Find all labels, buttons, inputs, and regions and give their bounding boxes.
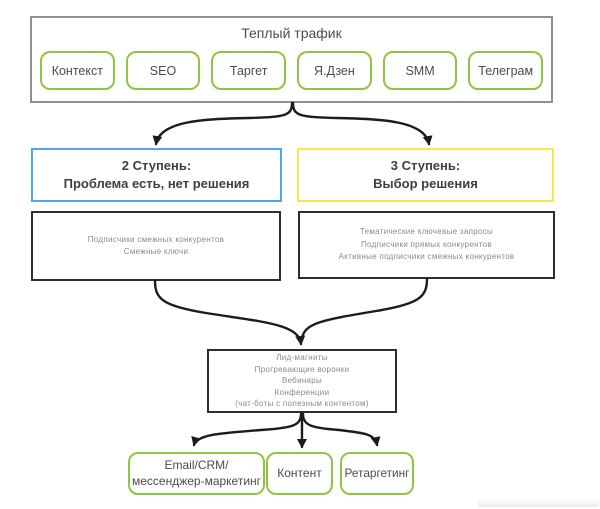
arrow-top-to-stage3	[291, 101, 433, 146]
lead-magnets-line: (чат-боты с полезным контентом)	[235, 399, 369, 409]
arrow-audience-right-to-leadmagnets	[300, 277, 429, 340]
stage2-subtitle: Проблема есть, нет решения	[63, 176, 250, 191]
channel-yandex-zen: Я.Дзен	[297, 51, 372, 90]
lead-magnets-line: Конференции	[274, 387, 330, 397]
output-retargeting-label: Ретаргетинг	[344, 465, 410, 480]
channel-target: Таргет	[211, 51, 287, 90]
warm-traffic-group-box: Теплый трафик Контекст SEO Таргет Я.Дзен…	[30, 16, 553, 103]
channel-row: Контекст SEO Таргет Я.Дзен SMM Телеграм	[40, 51, 544, 90]
channel-telegram: Телеграм	[468, 51, 544, 90]
channel-label: Я.Дзен	[313, 63, 355, 78]
arrow-audience-left-to-leadmagnets	[153, 279, 306, 346]
lead-magnets-line: Вебинары	[281, 376, 323, 386]
audience-right-line: Подписчики прямых конкурентов	[361, 239, 492, 249]
stage3-title: 3 Ступень:	[390, 158, 461, 174]
arrow-leadmagnets-to-retargeting	[301, 412, 381, 447]
channel-label: Контекст	[51, 63, 103, 78]
stage3-box: 3 Ступень: Выбор решения	[297, 148, 554, 202]
lead-magnets-line: Лид-магниты	[276, 353, 328, 363]
audience-left-line: Смежные ключи	[123, 247, 189, 256]
channel-label: Таргет	[229, 63, 268, 78]
output-email-crm-box: Email/CRM/ мессенджер-маркетинг	[128, 452, 265, 495]
channel-label: Телеграм	[478, 63, 534, 78]
channel-label: SMM	[405, 63, 435, 78]
audience-left-box: Подписчики смежных конкурентов Смежные к…	[31, 211, 281, 281]
output-email-line: Email/CRM/	[164, 457, 229, 472]
warm-traffic-title: Теплый трафик	[241, 25, 342, 41]
channel-seo: SEO	[125, 51, 201, 90]
lead-magnets-line: Прогревающие воронки	[254, 364, 350, 374]
output-content-box: Контент	[266, 452, 333, 495]
audience-right-box: Тематические ключевые запросы Подписчики…	[298, 211, 555, 279]
stage2-box: 2 Ступень: Проблема есть, нет решения	[31, 148, 282, 202]
output-email-line: мессенджер-маркетинг	[131, 473, 262, 488]
arrow-leadmagnets-to-email	[191, 412, 303, 447]
horizontal-scrollbar[interactable]	[478, 499, 600, 507]
arrow-top-to-stage2	[152, 101, 294, 146]
audience-right-line: Активные подписчики смежных конкурентов	[338, 252, 515, 262]
channel-context: Контекст	[40, 51, 115, 90]
audience-right-line: Тематические ключевые запросы	[359, 227, 494, 237]
stage3-subtitle: Выбор решения	[373, 176, 478, 191]
lead-magnets-box: Лид-магниты Прогревающие воронки Вебинар…	[207, 349, 397, 413]
output-content-label: Контент	[277, 465, 322, 480]
channel-label: SEO	[149, 63, 177, 78]
audience-left-line: Подписчики смежных конкурентов	[87, 234, 225, 244]
channel-smm: SMM	[382, 51, 458, 90]
stage2-title: 2 Ступень:	[121, 158, 192, 174]
output-retargeting-box: Ретаргетинг	[340, 452, 414, 495]
